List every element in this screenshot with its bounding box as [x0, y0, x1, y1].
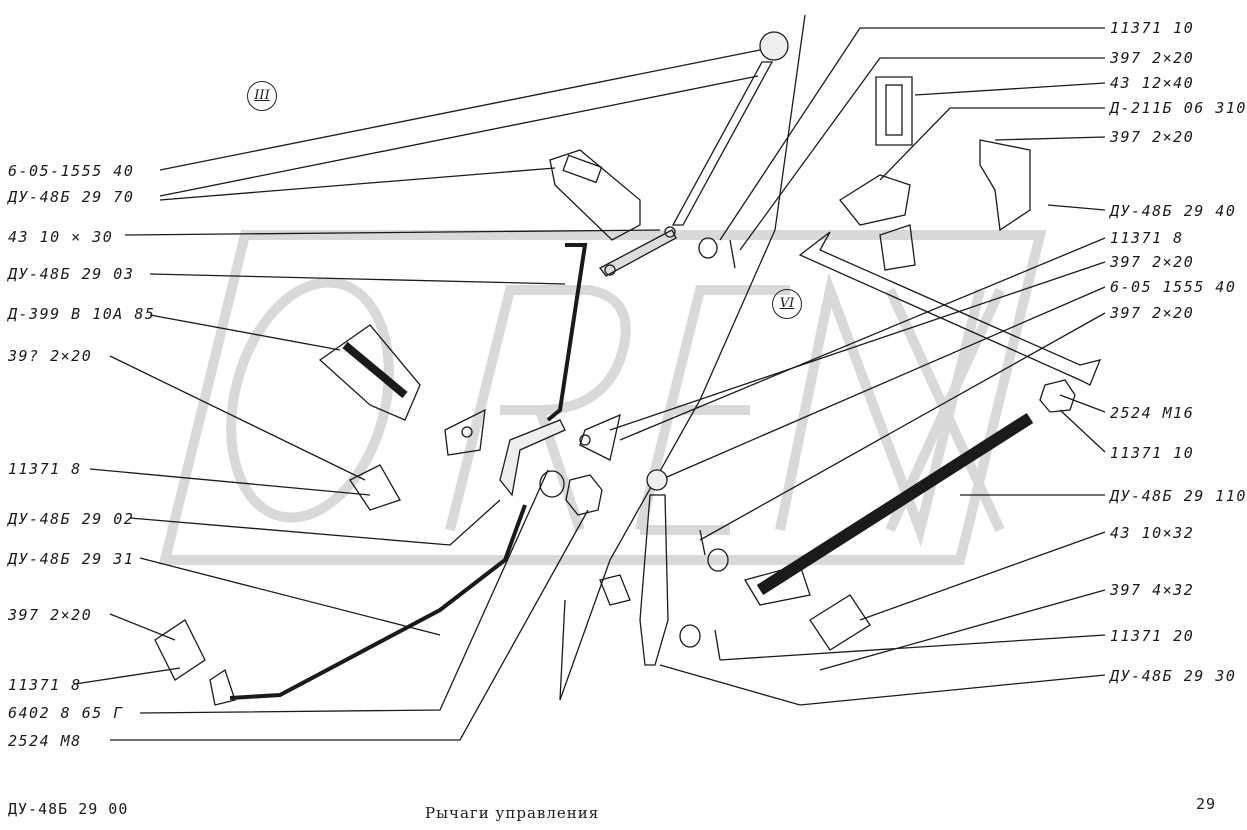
leader-line: [74, 667, 181, 685]
callout-label: 6-05-1555 40: [8, 162, 135, 180]
leader-line: [619, 237, 1106, 441]
leader-line: [1047, 204, 1106, 211]
leader-line: [159, 75, 759, 197]
bracket-6402: [209, 668, 236, 706]
washer-right: [707, 548, 729, 572]
leader-line: [89, 468, 371, 496]
leader-line: [659, 664, 1106, 706]
callout-label: 397 2×20: [1110, 128, 1195, 146]
callout-label: 397 2×20: [8, 606, 93, 624]
callout-label: ДУ-48Б 29 02: [8, 510, 135, 528]
callout-label: 11371 8: [8, 676, 82, 694]
callout-label: Д-211Б 06 310: [1110, 99, 1247, 117]
callout-label: 397 4×32: [1110, 581, 1195, 599]
nut-m8: [565, 474, 603, 516]
upper-lever: [599, 31, 789, 277]
callout-label: 11371 10: [1110, 444, 1195, 462]
watermark-logo: [158, 230, 1047, 565]
callout-label: ДУ-48Б 29 31: [8, 550, 135, 568]
leader-line: [879, 107, 1105, 181]
leader-line: [109, 613, 176, 641]
cotter-pin-box-2: [154, 619, 206, 681]
drawing-title: Рычаги управления: [425, 804, 600, 822]
leader-line: [1059, 394, 1106, 413]
callout-label: 39? 2×20: [8, 347, 93, 365]
callout-label: 43 10×32: [1110, 524, 1195, 542]
nut-m16: [1039, 379, 1076, 413]
page-number: 29: [1196, 795, 1217, 813]
callout-label: 11371 8: [1110, 229, 1184, 247]
leader-line: [139, 469, 549, 714]
leader-line: [994, 136, 1106, 141]
callout-label: 43 12×40: [1110, 74, 1195, 92]
callout-label: ДУ-48Б 29 03: [8, 265, 135, 283]
bracket-d211: [839, 174, 911, 226]
leader-line: [1059, 409, 1106, 453]
leader-line: [859, 531, 1106, 621]
callout-label: ДУ-48Б 29 70: [8, 188, 135, 206]
leader-line: [739, 57, 1105, 251]
leader-line: [699, 312, 1106, 541]
callout-label: 2524 М8: [8, 732, 82, 750]
view-marker-iii: III: [247, 81, 277, 111]
leader-line: [149, 273, 566, 285]
leader-line: [149, 314, 341, 351]
washer-29-30: [679, 624, 701, 648]
callout-label: 11371 10: [1110, 19, 1195, 37]
leader-line: [159, 49, 761, 171]
washer-m8: [539, 470, 565, 498]
callout-label: 397 2×20: [1110, 304, 1195, 322]
bolt-6-05: [549, 149, 641, 241]
view-divider-line-2: [559, 599, 566, 701]
cotter-pin-view6: [879, 224, 916, 271]
leader-line: [819, 589, 1106, 671]
washer: [698, 237, 718, 259]
callout-label: 11371 20: [1110, 627, 1195, 645]
callout-label: 11371 8: [8, 460, 82, 478]
rod-29-110: [744, 412, 1034, 606]
doc-code: ДУ-48Б 29 00: [8, 800, 129, 818]
cotter-pin-right: [699, 529, 706, 556]
leader-line: [110, 509, 589, 741]
leader-line: [659, 286, 1106, 481]
leader-line: [609, 261, 1106, 431]
callout-label: 43 10 × 30: [8, 228, 114, 246]
bolt-43-12x40: [875, 76, 913, 146]
bolt-43-10x32: [809, 594, 871, 651]
callout-label: ДУ-48Б 29 30: [1110, 667, 1237, 685]
cotter-pin-box-1: [579, 413, 621, 461]
rod-29-31: [229, 504, 527, 700]
callout-label: 397 2×20: [1110, 49, 1195, 67]
leader-line: [109, 355, 366, 481]
clamp-29-40: [979, 139, 1031, 232]
leader-line: [129, 499, 501, 546]
cotter-pin: [729, 239, 736, 269]
leader-line: [139, 557, 441, 636]
view-marker-vi: VI: [772, 289, 802, 319]
rod-29-03: [546, 243, 588, 422]
callout-label: ДУ-48Б 29 40: [1110, 202, 1237, 220]
bolt-d399: [318, 324, 486, 456]
cotter-pin-4x32: [714, 629, 721, 661]
callout-label: 6402 8 65 Г: [8, 704, 124, 722]
leader-line: [124, 229, 661, 236]
vertical-lever: [599, 469, 669, 666]
callout-label: Д-399 В 10А 85: [8, 305, 156, 323]
leader-line: [914, 82, 1106, 96]
leader-line: [719, 27, 1105, 241]
leader-line: [719, 634, 1106, 661]
lever-29-02: [499, 419, 566, 497]
cotter-pin-box-3: [349, 464, 401, 511]
callout-label: 397 2×20: [1110, 253, 1195, 271]
callout-label: ДУ-48Б 29 110: [1110, 487, 1247, 505]
callout-label: 6-05 1555 40: [1110, 278, 1237, 296]
view-arrow-frame: [798, 231, 1102, 386]
leader-line: [159, 167, 556, 201]
callout-label: 2524 М16: [1110, 404, 1195, 422]
